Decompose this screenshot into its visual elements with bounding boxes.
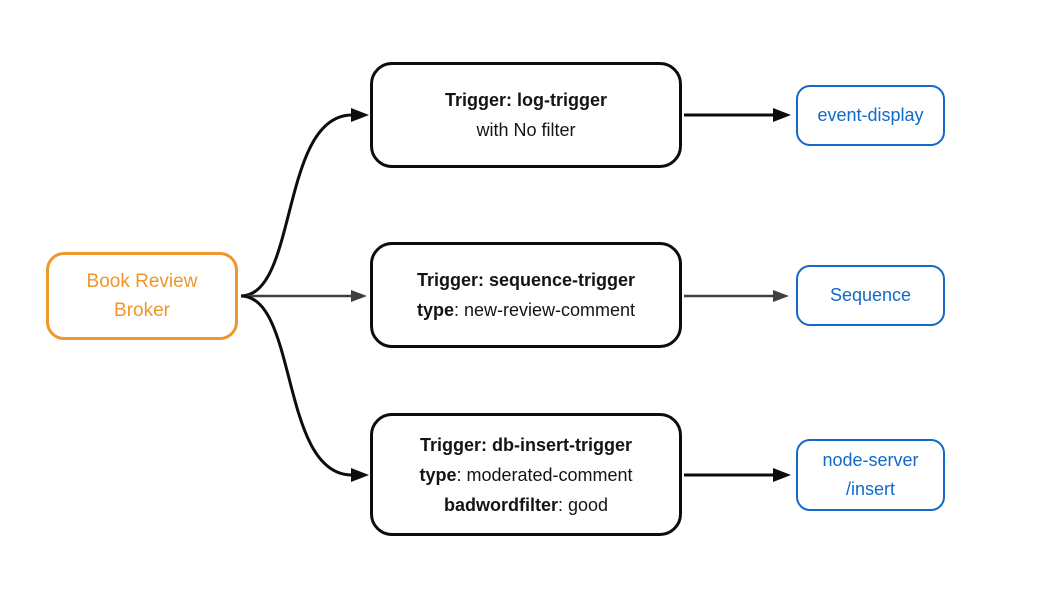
- trigger-attribute: badwordfilter: good: [444, 490, 608, 520]
- broker-node: Book Review Broker: [46, 252, 238, 340]
- trigger-node-sequence-trigger: Trigger: sequence-trigger type: new-revi…: [370, 242, 682, 348]
- trigger-attribute: with No filter: [476, 115, 575, 145]
- trigger-title-bold: Trigger: db-insert-trigger: [419, 434, 632, 455]
- edge-broker-to-db-insert-trigger: [240, 294, 369, 482]
- trigger-title-bold: Trigger: sequence-trigger: [416, 270, 636, 290]
- sink-label: event-display: [817, 105, 924, 125]
- sink-node-event-display: event-display: [796, 85, 945, 146]
- trigger-node-log-trigger: Trigger: log-trigger with No filter: [370, 62, 682, 168]
- trigger-title: Trigger: log-trigger: [445, 85, 607, 115]
- sink-label: Sequence: [829, 285, 912, 305]
- sink-label-line2: /insert: [845, 479, 896, 499]
- trigger-attribute-key: badwordfilter: [443, 494, 558, 515]
- trigger-attribute-key: type: [416, 300, 454, 320]
- trigger-attribute: type: moderated-comment: [419, 460, 632, 490]
- sink-node-node-server-insert: node-server /insert: [796, 439, 945, 511]
- trigger-title: Trigger: db-insert-trigger: [420, 430, 632, 460]
- trigger-attribute-key: type: [419, 464, 457, 485]
- trigger-title: Trigger: sequence-trigger: [417, 265, 635, 295]
- trigger-attribute-value: : moderated-comment: [456, 464, 633, 485]
- trigger-node-db-insert-trigger: Trigger: db-insert-trigger type: moderat…: [370, 413, 682, 536]
- sink-label-line1: node-server: [822, 450, 919, 470]
- broker-label-line2: Broker: [114, 300, 170, 321]
- edge-broker-to-log-trigger: [240, 108, 369, 298]
- trigger-attribute-value: with No filter: [476, 120, 576, 140]
- trigger-attribute-value: : good: [557, 494, 609, 515]
- sink-node-sequence: Sequence: [796, 265, 945, 326]
- trigger-attribute-value: : new-review-comment: [453, 300, 636, 320]
- trigger-title-bold: Trigger: log-trigger: [445, 90, 607, 110]
- broker-label-line1: Book Review: [86, 271, 198, 292]
- trigger-attribute: type: new-review-comment: [417, 295, 635, 325]
